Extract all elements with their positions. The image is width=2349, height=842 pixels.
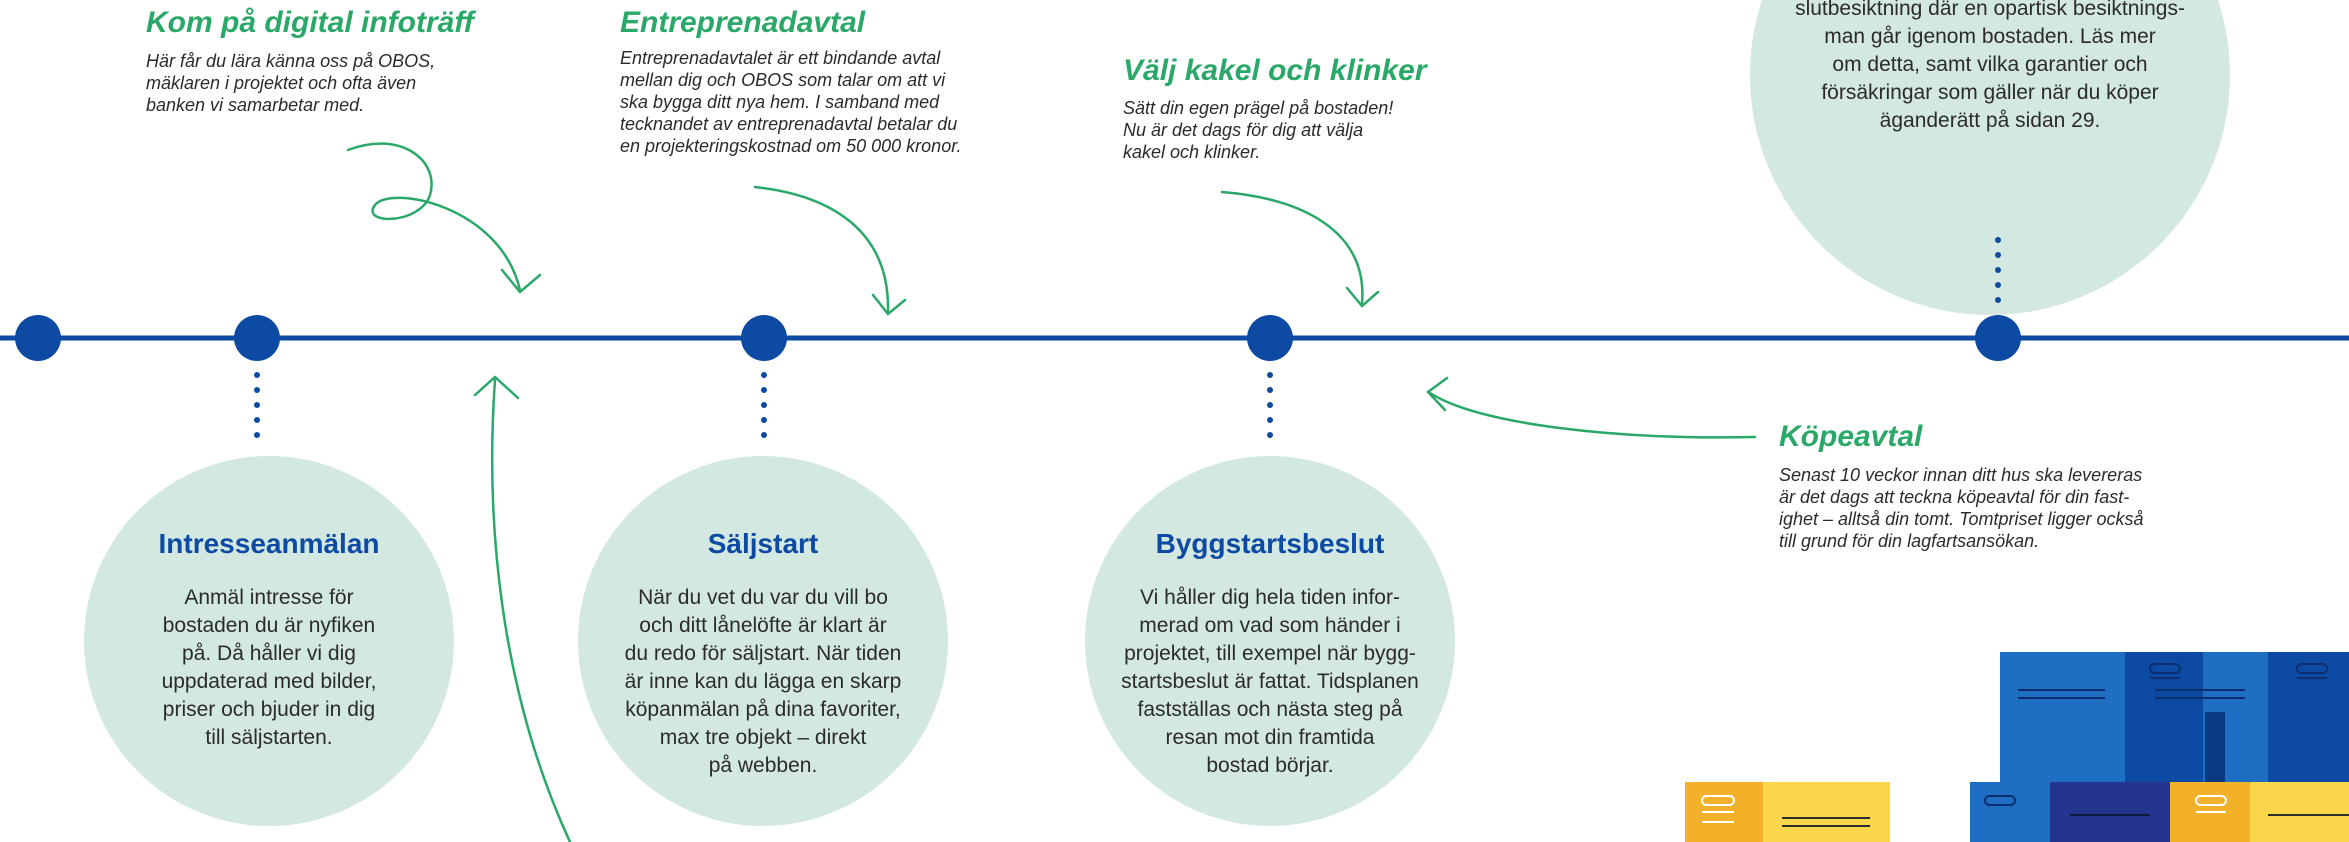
curved-arrow-4	[1426, 376, 1757, 439]
dotted-connector-4	[1995, 237, 2001, 303]
note-text-infotraff: Här får du lära känna oss på OBOS, mäkla…	[146, 51, 436, 115]
top-right-circle: slutbesiktning där en opartisk besiktnin…	[1750, 0, 2230, 315]
circle-title-saljstart: Säljstart	[707, 528, 819, 559]
curved-arrow-3	[1220, 190, 1380, 308]
circle-text-saljstart: När du vet du var du vill bo och ditt lå…	[624, 586, 902, 777]
note-text-kopeavtal: Senast 10 veckor innan ditt hus ska leve…	[1779, 465, 2144, 551]
top-right-circle-text: slutbesiktning där en opartisk besiktnin…	[1795, 0, 2185, 132]
dotted-connector-1	[254, 372, 260, 438]
circle-saljstart: Säljstart När du vet du var du vill bo o…	[578, 456, 948, 826]
dotted-connector-3	[1267, 372, 1273, 438]
circle-intresseanmalan: Intresseanmälan Anmäl intresse för bosta…	[84, 456, 454, 826]
milestone-dot-saljstart	[741, 315, 787, 361]
dotted-connector-2	[761, 372, 767, 438]
curved-arrow-5	[473, 375, 572, 842]
circle-title-byggstartsbeslut: Byggstartsbeslut	[1155, 528, 1385, 559]
note-text-entreprenadavtal: Entreprenadavtalet är ett bindande avtal…	[620, 48, 962, 156]
circle-text-intresseanmalan: Anmäl intresse för bostaden du är nyfike…	[161, 586, 377, 749]
circle-title-intresseanmalan: Intresseanmälan	[158, 528, 380, 559]
top-right-circle-bg	[1750, 0, 2230, 315]
milestone-dot-start	[15, 315, 61, 361]
circle-byggstartsbeslut: Byggstartsbeslut Vi håller dig hela tide…	[1085, 456, 1455, 826]
milestone-dot-byggstartsbeslut	[1247, 315, 1293, 361]
milestone-dot-intresseanmalan	[234, 315, 280, 361]
note-heading-entreprenadavtal: Entreprenadavtal	[620, 6, 866, 39]
circle-text-byggstartsbeslut: Vi håller dig hela tiden infor- merad om…	[1121, 586, 1419, 777]
note-text-kakel: Sätt din egen prägel på bostaden! Nu är …	[1123, 98, 1394, 162]
curved-arrow-2	[753, 185, 907, 316]
milestone-dot-slutbesiktning	[1975, 315, 2021, 361]
folders-illustration	[1685, 652, 2349, 842]
note-heading-infotraff: Kom på digital infoträff	[146, 6, 474, 39]
note-heading-kopeavtal: Köpeavtal	[1779, 420, 1923, 453]
note-heading-kakel: Välj kakel och klinker	[1123, 54, 1427, 87]
curved-arrow-1	[346, 142, 542, 294]
